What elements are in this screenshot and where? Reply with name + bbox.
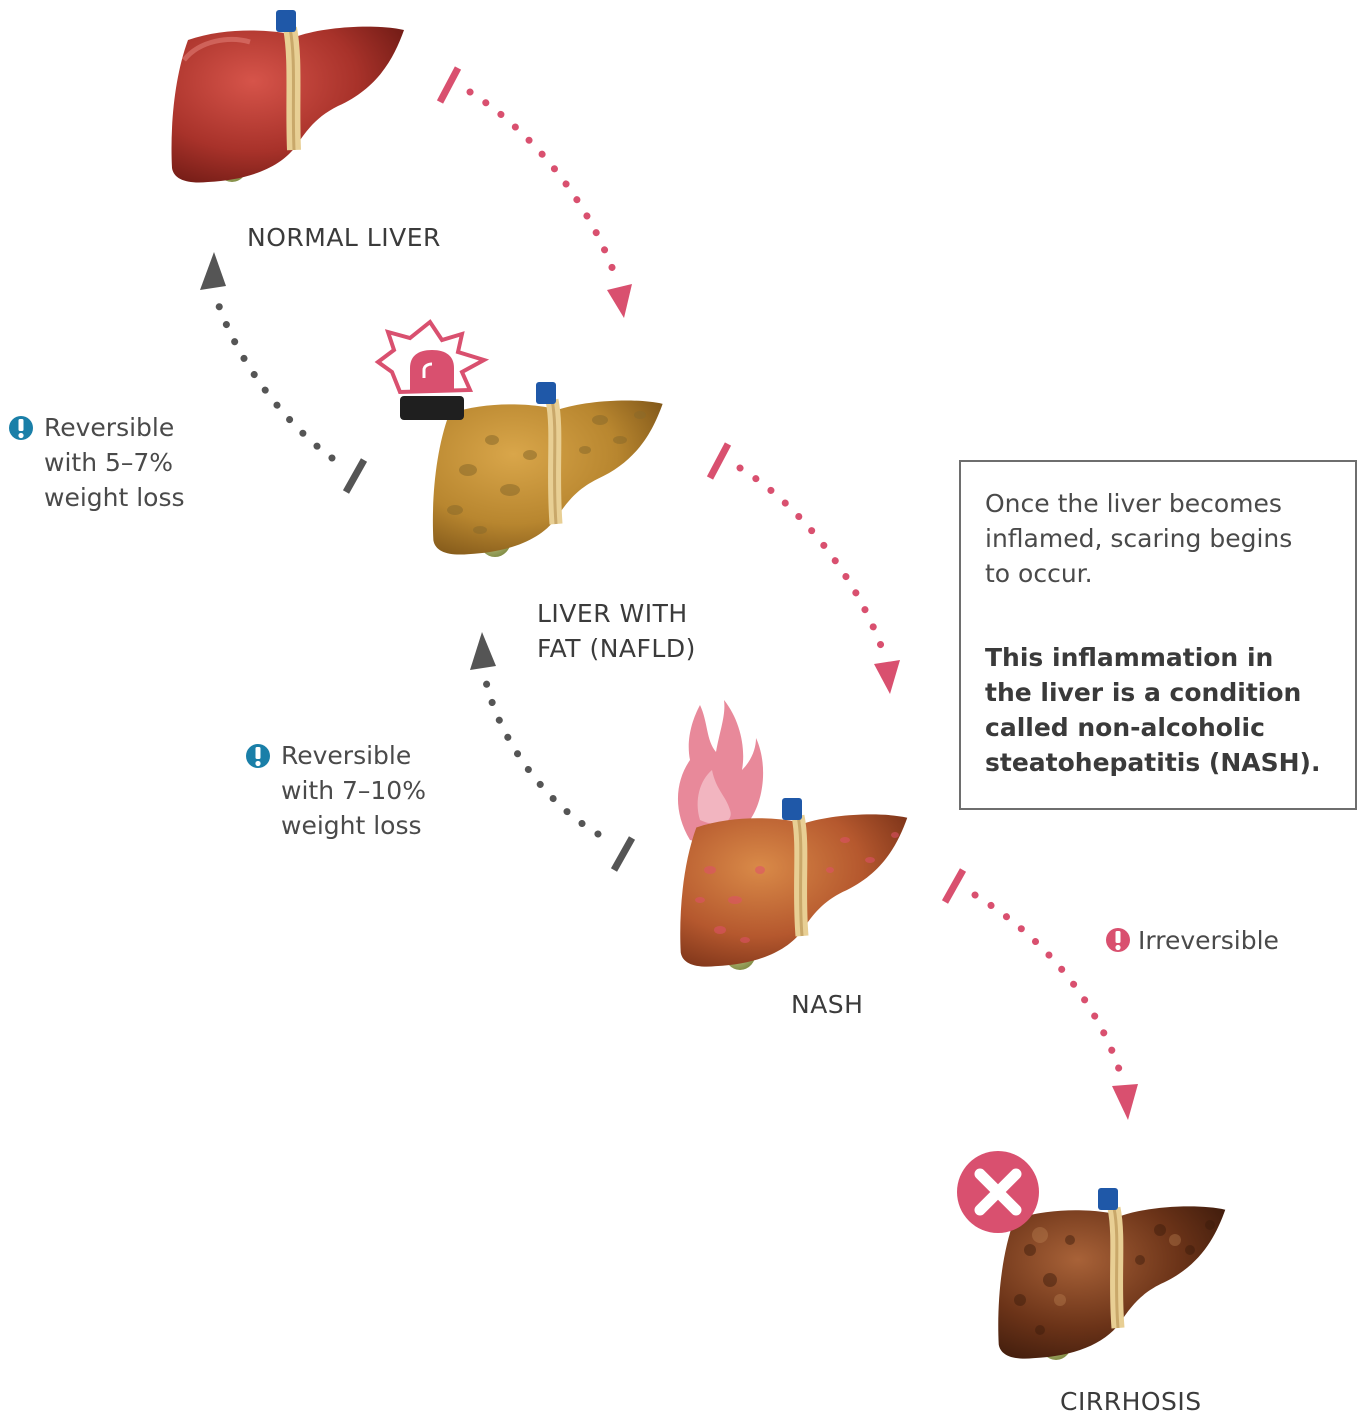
info-line: the liver is a condition bbox=[985, 675, 1355, 710]
note-line: Reversible bbox=[44, 410, 185, 445]
nash-liver-label: NASH bbox=[791, 987, 863, 1022]
reversal-arrow-nafld-to-normal bbox=[200, 252, 364, 492]
cirrhosis-liver-label: CIRRHOSIS bbox=[1060, 1384, 1202, 1419]
reversible-note-nafld: Reversible with 5–7% weight loss bbox=[44, 410, 185, 515]
exclamation-circle-icon bbox=[1106, 928, 1130, 952]
nafld-liver-label: LIVER WITH FAT (NAFLD) bbox=[537, 596, 696, 666]
exclamation-circle-icon bbox=[9, 416, 33, 440]
note-line: Reversible bbox=[281, 738, 426, 773]
info-line: Once the liver becomes bbox=[985, 486, 1355, 521]
info-line: called non-alcoholic bbox=[985, 710, 1355, 745]
nash-liver-image bbox=[680, 798, 907, 970]
progression-arrow-nafld-to-nash bbox=[710, 444, 900, 694]
info-paragraph-1: Once the liver becomes inflamed, scaring… bbox=[985, 486, 1355, 591]
info-line: This inflammation in bbox=[985, 640, 1355, 675]
note-line: weight loss bbox=[44, 480, 185, 515]
exclamation-circle-icon bbox=[246, 744, 270, 768]
progression-arrow-nash-to-cirrhosis bbox=[945, 870, 1138, 1120]
nash-info-box: Once the liver becomes inflamed, scaring… bbox=[959, 460, 1357, 810]
nafld-label-line-1: LIVER WITH bbox=[537, 596, 696, 631]
reversal-arrow-nash-to-nafld bbox=[470, 632, 632, 870]
irreversible-note: Irreversible bbox=[1138, 923, 1279, 958]
note-line: with 5–7% bbox=[44, 445, 185, 480]
normal-liver-image bbox=[172, 10, 404, 182]
info-line: to occur. bbox=[985, 556, 1355, 591]
note-line: with 7–10% bbox=[281, 773, 426, 808]
note-line: weight loss bbox=[281, 808, 426, 843]
info-line: steatohepatitis (NASH). bbox=[985, 745, 1355, 780]
info-paragraph-2: This inflammation in the liver is a cond… bbox=[985, 640, 1355, 780]
reversible-note-nash: Reversible with 7–10% weight loss bbox=[281, 738, 426, 843]
info-line: inflamed, scaring begins bbox=[985, 521, 1355, 556]
x-circle-icon bbox=[957, 1151, 1039, 1233]
alarm-siren-icon bbox=[378, 322, 484, 420]
progression-arrow-normal-to-nafld bbox=[440, 68, 632, 318]
fatty-liver-image bbox=[433, 382, 663, 557]
nafld-label-line-2: FAT (NAFLD) bbox=[537, 631, 696, 666]
normal-liver-label: NORMAL LIVER bbox=[247, 220, 441, 255]
